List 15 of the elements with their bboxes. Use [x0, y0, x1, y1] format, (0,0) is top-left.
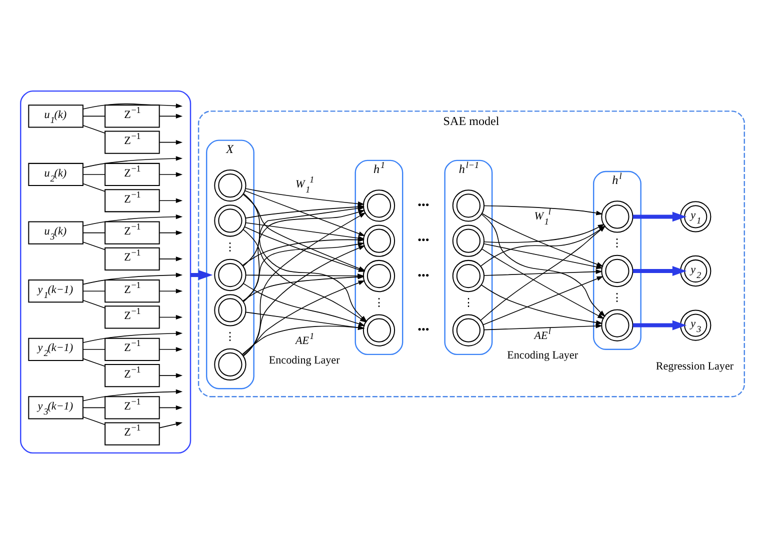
label: •••: [418, 198, 430, 211]
label: ⋮: [462, 296, 474, 308]
label: •••: [418, 324, 430, 336]
label: ⋮: [224, 330, 236, 343]
label: Encoding Layer: [268, 354, 340, 366]
label: ⋮: [373, 296, 384, 308]
label: ⋮: [612, 291, 623, 304]
label: •••: [418, 234, 430, 246]
label: AE$^{1}$: [296, 330, 314, 347]
label: •••: [418, 269, 430, 282]
label: Encoding Layer: [507, 348, 578, 361]
label: ⋮: [224, 241, 236, 254]
label: AE$^{l}$: [534, 326, 551, 342]
label: ⋮: [612, 237, 623, 250]
label: Regression Layer: [656, 360, 734, 372]
